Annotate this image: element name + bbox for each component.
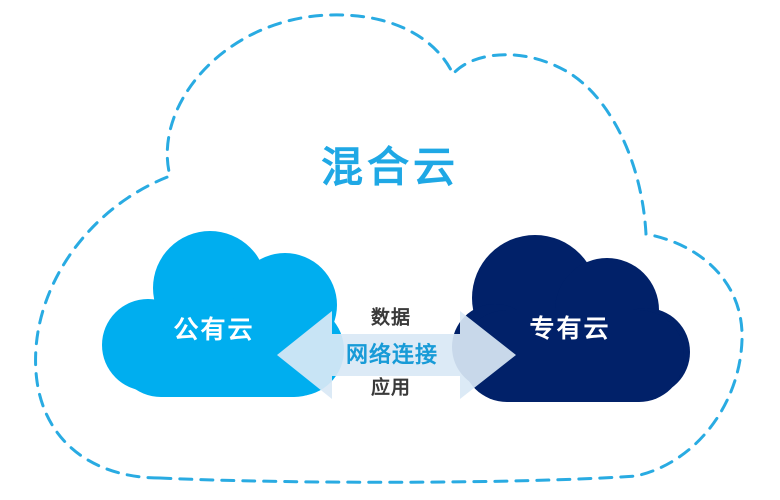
hybrid-cloud-outline-icon: [34, 13, 744, 484]
application-label: 应用: [370, 377, 412, 399]
data-label: 数据: [370, 307, 412, 329]
private-cloud-label: 专有云: [529, 315, 611, 343]
diagram-title: 混合云: [320, 143, 460, 191]
public-cloud-label: 公有云: [173, 316, 255, 344]
network-connection-arrow-icon: [277, 311, 516, 399]
network-connection-label: 网络连接: [345, 342, 439, 367]
